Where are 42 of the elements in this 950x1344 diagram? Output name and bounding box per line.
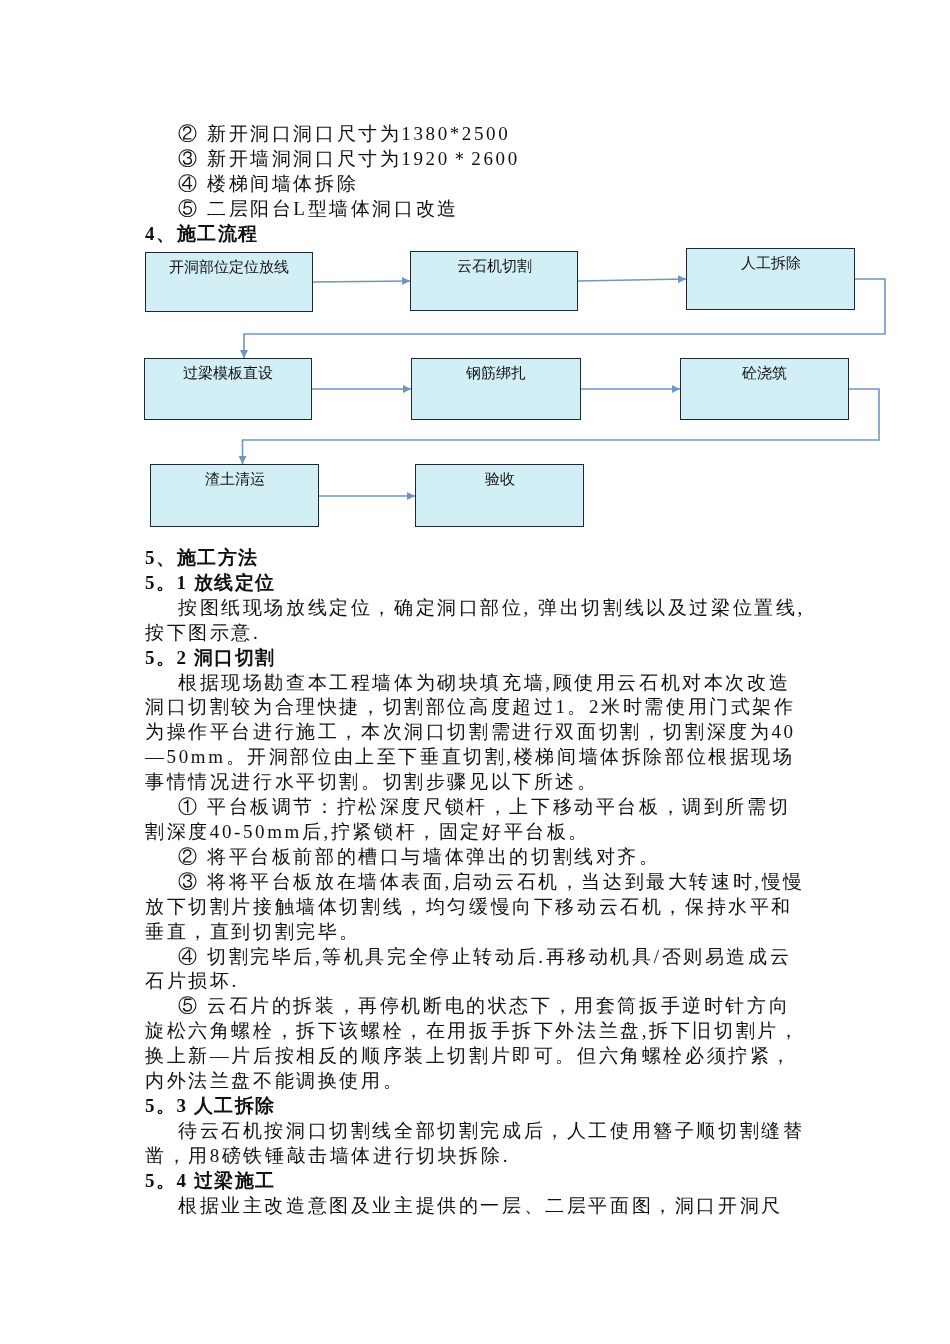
paragraph: 根据现场勘查本工程墙体为砌块填充墙,顾使用云石机对本次改造洞口切割较为合理快捷，切割部位高度超过1。2米时需使用门式架作为操作平台进行施工，本次洞口切割需进行双面切割，切割深度为40—50mm。开洞部位由上至下垂直切割,楼梯间墙体拆除部位根据现场事情情况进行水平切割。切割步骤见以下所述。 [145,670,797,795]
box-label: 过梁模板直设 [182,364,274,383]
arrow [577,275,687,284]
box-label: 云石机切割 [455,257,533,276]
paragraph: 待云石机按洞口切割线全部切割完成后，人工使用簪子顺切割缝替凿，用8磅铁锤敲击墙体进行切块拆除. [145,1118,806,1168]
paragraph: 按图纸现场放线定位，确定洞口部位, 弹出切割线以及过梁位置线,按下图示意. [145,595,806,645]
process-box [415,464,584,527]
list-item: ② 新开洞口洞口尺寸为1380*2500 [177,122,512,146]
box-label: 验收 [483,470,516,489]
list-item: ③ 新开墙洞洞口尺寸为1920＊2600 [177,146,521,171]
process-box [150,464,319,527]
process-box [680,358,849,420]
box-label: 开洞部位定位放线 [168,258,290,277]
process-box [145,252,313,312]
paragraph: ② 将平台板前部的槽口与墙体弹出的切割线对齐。 [177,844,662,869]
process-box [144,358,312,420]
section-heading: 5。1 放线定位 [145,570,277,595]
paragraph: ⑤ 云石片的拆装，再停机断电的状态下，用套筒扳手逆时针方向旋松六角螺栓，拆下该螺栓，在用扳手拆下外法兰盘,拆下旧切割片，换上新—片后按相反的顺序装上切割片即可。但六角螺栓必须拧紧，内外法兰盘不能调换使用。 [145,994,802,1094]
box-label: 钢筋绑扎 [465,364,527,383]
section-heading: 5。3 人工拆除 [145,1093,277,1118]
arrow [318,492,416,500]
section-heading: 5。4 过梁施工 [145,1168,277,1193]
process-box [686,248,855,310]
process-box [411,358,581,420]
box-label: 人工拆除 [739,254,802,273]
process-box [410,251,578,311]
arrow [311,385,412,393]
paragraph: ③ 将将平台板放在墙体表面,启动云石机，当达到最大转速时,慢慢放下切割片接触墙体切割线，均匀缓慢向下移动云石机，保持水平和垂直，直到切割完毕。 [145,869,806,944]
arrow [240,278,886,359]
paragraph: 根据业主改造意图及业主提供的一层、二层平面图，洞口开洞尺 [177,1193,784,1218]
section-heading: 5。2 洞口切割 [145,645,277,670]
paragraph: ① 平台板调节：拧松深度尺锁杆，上下移动平台板，调到所需切割深度40-50mm后,拧紧锁杆，固定好平台板。 [145,795,792,844]
box-label: 渣土清运 [203,470,266,489]
arrow [312,277,411,286]
arrow [238,388,880,465]
section-heading: 4、施工流程 [145,221,260,246]
box-label: 砼浇筑 [741,364,788,383]
list-item: ④ 楼梯间墙体拆除 [177,171,360,196]
paragraph: ④ 切割完毕后,等机具完全停止转动后.再移动机具/否则易造成云石片损坏. [145,944,793,994]
list-item: ⑤ 二层阳台L型墙体洞口改造 [177,196,460,221]
section-heading: 5、施工方法 [145,546,260,570]
arrow [580,385,681,393]
